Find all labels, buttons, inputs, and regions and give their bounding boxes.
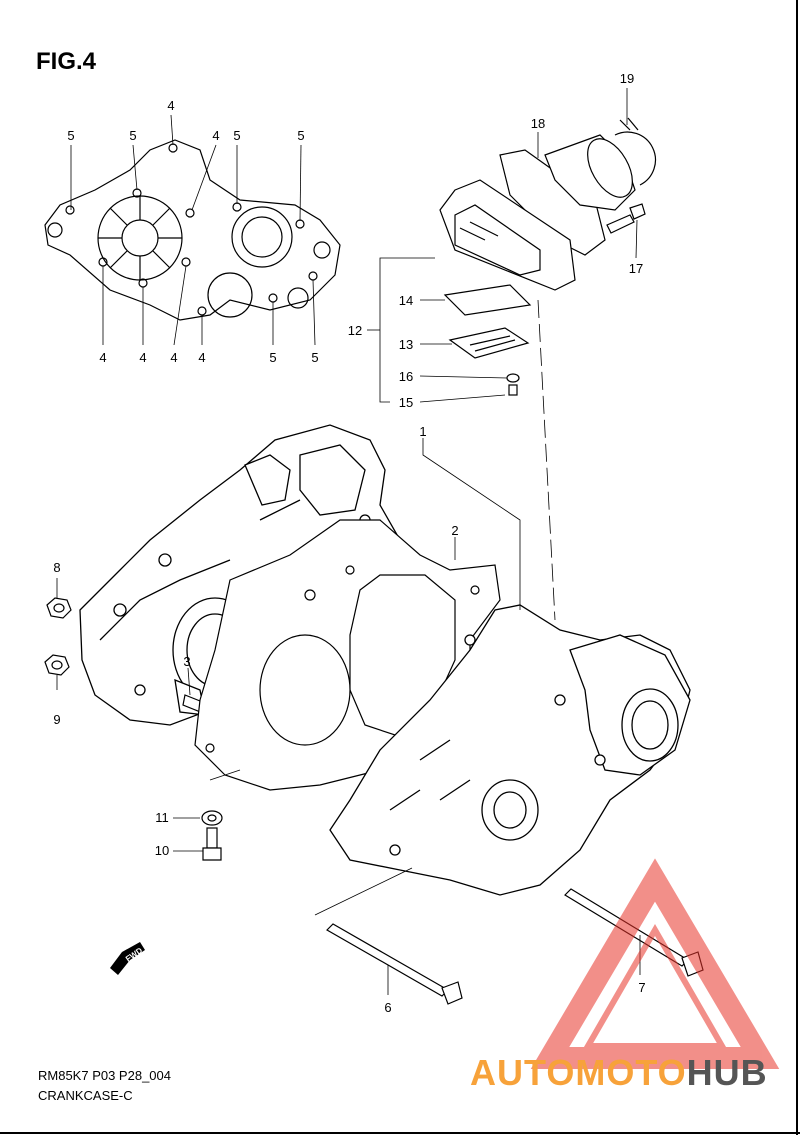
reed-stopper-13 bbox=[448, 327, 530, 359]
callout-5-top-2: 5 bbox=[129, 128, 136, 143]
reed-plate-14 bbox=[443, 284, 532, 316]
lower-leader-lines bbox=[209, 438, 641, 995]
callout-4-bottom-4: 4 bbox=[198, 350, 205, 365]
callout-7: 7 bbox=[638, 980, 645, 995]
callout-5-top-3: 5 bbox=[233, 128, 240, 143]
watermark-text: AUTOMOTOHUB bbox=[470, 1052, 768, 1094]
long-bolt-6 bbox=[326, 923, 463, 1005]
callout-1: 1 bbox=[419, 424, 426, 439]
callout-4-bottom-1: 4 bbox=[99, 350, 106, 365]
callout-4-bottom-3: 4 bbox=[170, 350, 177, 365]
callout-15: 15 bbox=[399, 395, 413, 410]
bolt-10 bbox=[202, 827, 222, 861]
diagram-code: RM85K7 P03 P28_004 bbox=[38, 1068, 171, 1083]
small-screw-15 bbox=[508, 384, 518, 396]
callout-6: 6 bbox=[384, 1000, 391, 1015]
callout-5-bottom-2: 5 bbox=[311, 350, 318, 365]
intake-leader-lines bbox=[367, 88, 638, 621]
callout-14: 14 bbox=[399, 293, 413, 308]
callout-19: 19 bbox=[620, 71, 634, 86]
callout-5-bottom-1: 5 bbox=[269, 350, 276, 365]
callout-5-top-1: 5 bbox=[67, 128, 74, 143]
callout-12: 12 bbox=[348, 323, 362, 338]
crankcase-cover-inner-view bbox=[44, 139, 341, 321]
watermark-triangle-logo bbox=[530, 858, 780, 1069]
crankcase-right-half bbox=[329, 604, 691, 896]
watermark-part-2: HUB bbox=[686, 1052, 768, 1093]
callout-11: 11 bbox=[155, 810, 169, 825]
callout-17: 17 bbox=[629, 261, 643, 276]
left-leader-lines bbox=[56, 578, 203, 852]
nut-8 bbox=[46, 597, 72, 619]
callout-9: 9 bbox=[53, 712, 60, 727]
callout-8: 8 bbox=[53, 560, 60, 575]
crankcase-gasket-2 bbox=[194, 519, 501, 791]
callout-2: 2 bbox=[451, 523, 458, 538]
cover-leader-lines bbox=[70, 114, 316, 346]
callout-10: 10 bbox=[155, 843, 169, 858]
callout-4-upper: 4 bbox=[212, 128, 219, 143]
callout-numbers: 1 2 3 4 4 4 4 4 4 5 5 5 5 5 5 6 7 8 9 10… bbox=[53, 71, 645, 1015]
intake-pipe-assembly bbox=[439, 117, 657, 291]
callout-13: 13 bbox=[399, 337, 413, 352]
callout-3: 3 bbox=[183, 654, 190, 669]
callout-5-top-4: 5 bbox=[297, 128, 304, 143]
callout-16: 16 bbox=[399, 369, 413, 384]
diagram-name: CRANKCASE-C bbox=[38, 1088, 133, 1103]
callout-4-top: 4 bbox=[167, 98, 174, 113]
fwd-arrow-icon: FWD bbox=[110, 942, 145, 975]
nut-9 bbox=[44, 654, 70, 676]
callout-4-bottom-2: 4 bbox=[139, 350, 146, 365]
washer-11 bbox=[201, 810, 223, 826]
small-washer-16 bbox=[506, 373, 520, 383]
crankcase-left-half bbox=[79, 424, 401, 726]
figure-title: FIG.4 bbox=[36, 48, 97, 75]
callout-18: 18 bbox=[531, 116, 545, 131]
watermark-part-1: AUTOMOTO bbox=[470, 1052, 687, 1093]
